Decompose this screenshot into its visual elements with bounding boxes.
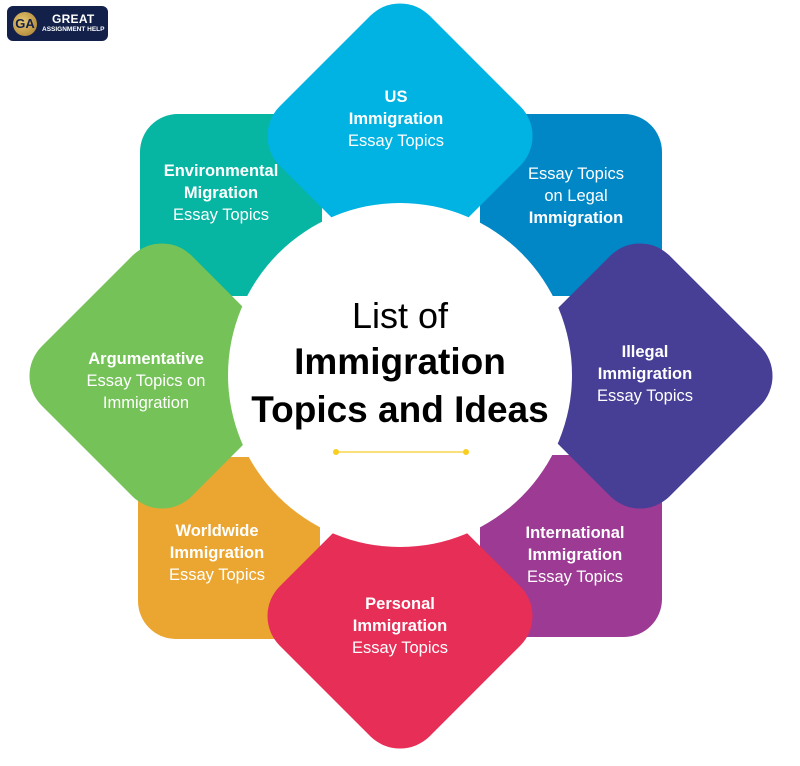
center-title-line-2: Immigration (294, 341, 506, 382)
label-line: Immigration (169, 544, 265, 562)
label-line: Migration (183, 184, 259, 202)
topic-personal-immigration[interactable]: Personal Immigration Essay Topics (315, 593, 485, 659)
logo-line-1: GREAT (51, 12, 95, 26)
label-line: Environmental (163, 162, 279, 180)
topic-worldwide-immigration[interactable]: Worldwide Immigration Essay Topics (132, 520, 302, 586)
label-line: Immigration (348, 110, 444, 128)
label-line: Immigration (102, 394, 190, 412)
label-line: Essay Topics (348, 132, 444, 150)
topic-international-immigration[interactable]: International Immigration Essay Topics (490, 522, 660, 588)
center-title-line-3: Topics and Ideas (251, 389, 549, 430)
label-line: Essay Topics (173, 206, 269, 224)
logo-line-2: ASSIGNMENT HELP (42, 26, 105, 33)
label-line: Essay Topics (169, 566, 265, 584)
label-line: Essay Topics (527, 568, 623, 586)
center-title-line-1: List of (351, 295, 449, 336)
logo-emblem-icon: GA (13, 11, 37, 36)
label-line: International (525, 524, 625, 542)
topic-legal-immigration[interactable]: Essay Topics on Legal Immigration (491, 163, 661, 229)
divider-dot-right (463, 449, 469, 455)
label-line: Immigration (352, 617, 448, 635)
label-line: Argumentative (88, 350, 204, 368)
label-line: Immigration (527, 546, 623, 564)
label-line: Essay Topics (597, 387, 693, 405)
label-line: Immigration (528, 209, 624, 227)
center-divider (337, 451, 466, 453)
label-line: Essay Topics (352, 639, 448, 657)
label-line: Personal (365, 595, 435, 613)
label-line: on Legal (544, 187, 608, 205)
brand-logo[interactable]: GA GREAT ASSIGNMENT HELP (7, 6, 108, 41)
label-line: Immigration (597, 365, 693, 383)
topic-environmental-migration[interactable]: Environmental Migration Essay Topics (136, 160, 306, 226)
label-line: Worldwide (175, 522, 259, 540)
label-line: Essay Topics (528, 165, 624, 183)
logo-text: GREAT ASSIGNMENT HELP (42, 13, 104, 34)
label-line: Illegal (621, 343, 669, 361)
divider-dot-left (333, 449, 339, 455)
topic-illegal-immigration[interactable]: Illegal Immigration Essay Topics (560, 341, 730, 407)
center-circle (228, 203, 572, 547)
topic-argumentative-immigration[interactable]: Argumentative Essay Topics on Immigratio… (61, 348, 231, 414)
topic-us-immigration[interactable]: US Immigration Essay Topics (311, 86, 481, 152)
label-line: Essay Topics on (86, 372, 206, 390)
label-line: US (384, 88, 408, 106)
